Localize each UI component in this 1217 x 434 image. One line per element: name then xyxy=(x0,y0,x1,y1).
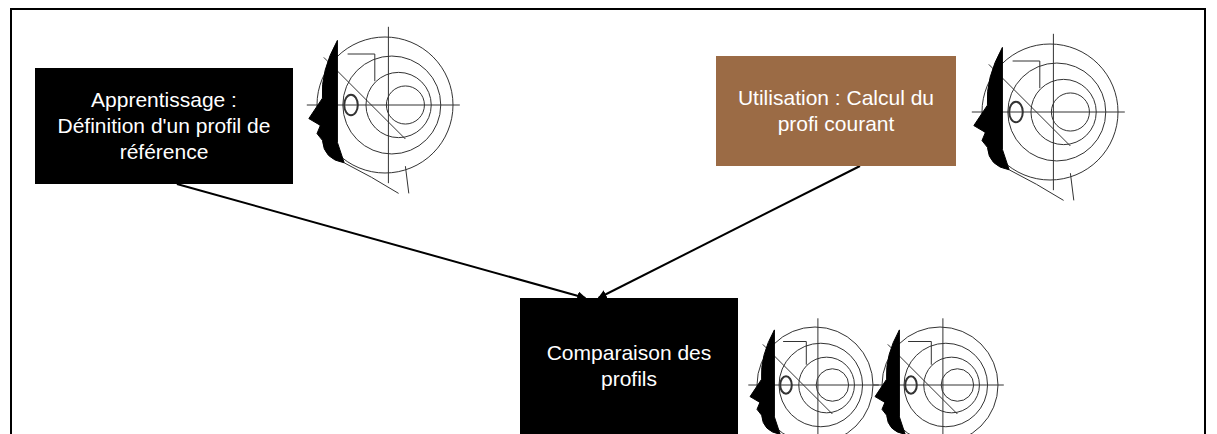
flow-arrow xyxy=(177,184,586,298)
head-profile xyxy=(748,318,879,434)
head-profile xyxy=(307,27,460,194)
box-label: Comparaison des profils xyxy=(530,340,728,393)
comparison-box: Comparaison des profils xyxy=(520,298,738,434)
learning-box: Apprentissage : Définition d'un profil d… xyxy=(35,68,293,184)
usage-box: Utilisation : Calcul du profi courant xyxy=(716,56,956,166)
box-label: Utilisation : Calcul du profi courant xyxy=(726,85,946,138)
head-profile xyxy=(972,34,1125,201)
flow-arrow xyxy=(598,166,860,298)
box-label: Apprentissage : Définition d'un profil d… xyxy=(45,87,283,166)
head-profile xyxy=(873,318,1004,434)
